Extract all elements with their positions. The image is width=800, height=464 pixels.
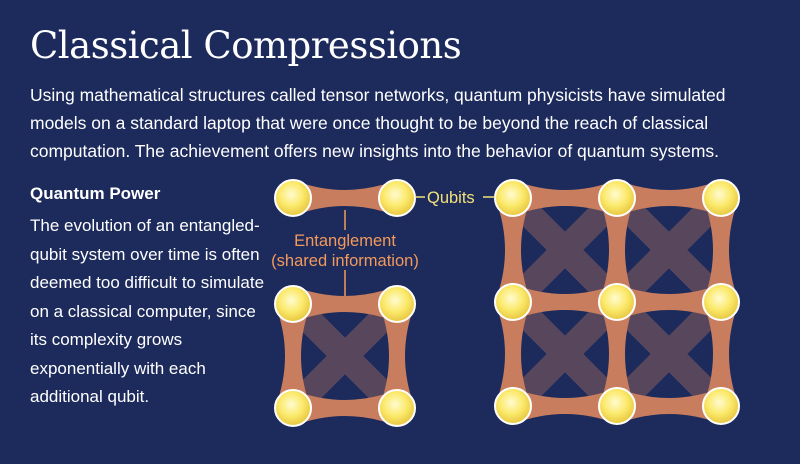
qubit	[702, 387, 740, 425]
qubit	[702, 283, 740, 321]
entanglement-label-line2: (shared information)	[271, 252, 419, 270]
entanglement-band	[495, 198, 531, 302]
qubit-pair	[274, 179, 416, 217]
entanglement-band	[275, 304, 311, 408]
entanglement-band	[293, 286, 397, 322]
qubit	[598, 387, 636, 425]
entanglement-band	[703, 302, 739, 406]
entanglement-band	[599, 198, 635, 302]
qubit	[378, 179, 416, 217]
qubit	[274, 285, 312, 323]
qubit	[378, 285, 416, 323]
qubits-label: Qubits	[427, 189, 475, 207]
page-title: Classical Compressions	[30, 24, 462, 67]
entanglement-band	[513, 180, 617, 216]
entanglement-diagonals	[503, 188, 731, 416]
sidebar-body: The evolution of an entangled-qubit syst…	[30, 216, 265, 406]
qubit	[274, 179, 312, 217]
sidebar-heading: Quantum Power	[30, 184, 161, 203]
intro-paragraph: Using mathematical structures called ten…	[30, 85, 726, 161]
entanglement-band	[617, 180, 721, 216]
entanglement-band	[617, 284, 721, 320]
entanglement-band	[293, 390, 397, 426]
qubit-square	[274, 285, 416, 427]
qubit	[598, 179, 636, 217]
qubit	[494, 387, 532, 425]
entanglement-band	[617, 388, 721, 424]
entanglement-band	[703, 198, 739, 302]
qubit	[598, 283, 636, 321]
qubit	[274, 389, 312, 427]
entanglement-band	[513, 284, 617, 320]
entanglement-band	[293, 180, 397, 216]
qubit-grid	[494, 179, 740, 425]
entanglement-diagonals	[283, 294, 407, 418]
entanglement-band	[495, 302, 531, 406]
qubit	[702, 179, 740, 217]
entanglement-band	[379, 304, 415, 408]
qubit	[494, 179, 532, 217]
entanglement-label-line1: Entanglement	[294, 232, 396, 250]
entanglement-band	[599, 302, 635, 406]
qubit	[494, 283, 532, 321]
qubit	[378, 389, 416, 427]
entanglement-band	[513, 388, 617, 424]
